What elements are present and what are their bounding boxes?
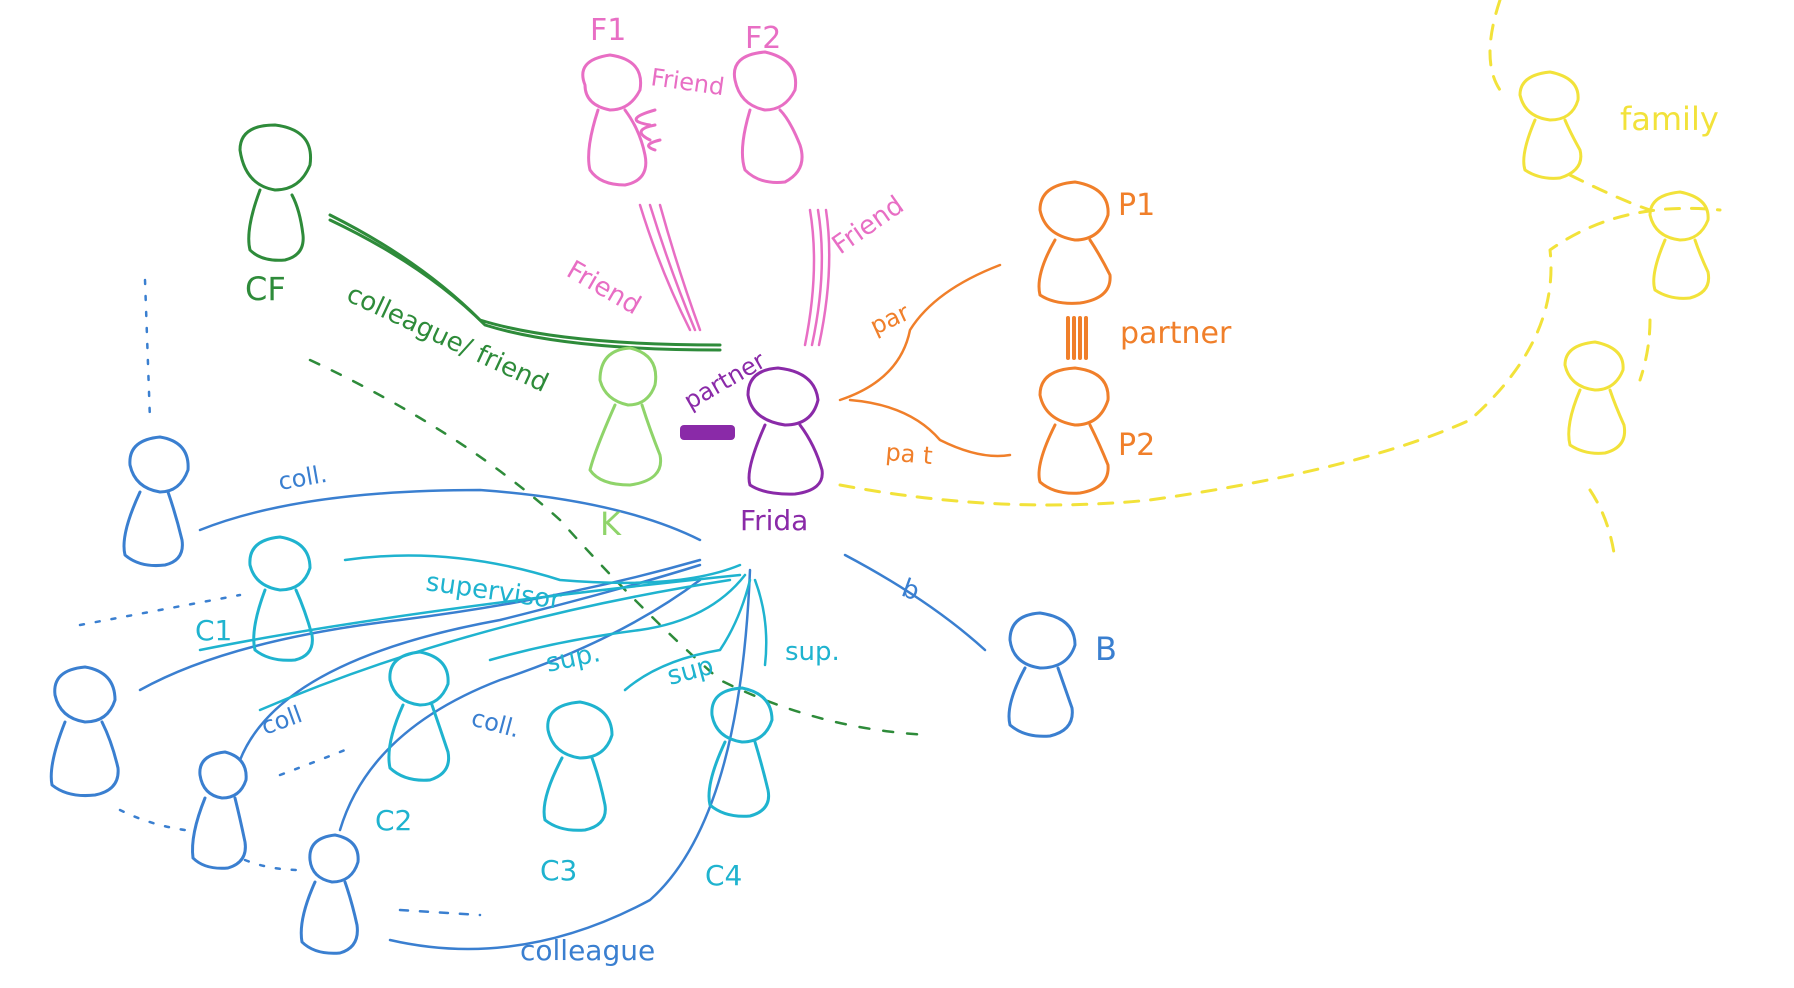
edge-coll-dashed3: [118, 808, 187, 832]
edge-family-mid: [1568, 173, 1652, 212]
label-k-frida: partner: [679, 346, 770, 415]
person-p2[interactable]: [1037, 366, 1110, 495]
label-sup-c3: sup: [664, 651, 717, 692]
edge-frida-c4: [753, 578, 768, 667]
edge-coll-long1: [338, 578, 702, 832]
person-family-2[interactable]: [1648, 190, 1711, 300]
label-p1: P1: [1118, 188, 1155, 223]
edge-family-low: [1638, 318, 1652, 382]
label-p2: P2: [1118, 428, 1155, 463]
person-family-3[interactable]: [1563, 340, 1627, 455]
person-f2[interactable]: [732, 50, 804, 184]
edge-coll-dashed6: [278, 748, 347, 777]
edge-frida-p2: [848, 398, 1012, 458]
edge-frida-b: [843, 553, 987, 652]
label-cf: CF: [245, 270, 286, 308]
label-f2-frida: Friend: [827, 190, 910, 260]
edge-frida-c1c: [258, 578, 732, 712]
edge-frida-p1: [838, 263, 1002, 402]
person-c2[interactable]: [387, 650, 451, 782]
edge-frida-c3: [623, 578, 752, 692]
label-c1: C1: [195, 614, 232, 647]
label-p1-p2: partner: [1120, 316, 1232, 351]
label-c2: C2: [375, 804, 412, 837]
edge-frida-family: [838, 206, 1722, 507]
person-f1[interactable]: [581, 53, 648, 187]
person-colleague-4[interactable]: [299, 833, 360, 955]
label-coll-top: coll.: [276, 460, 329, 496]
person-c4[interactable]: [707, 686, 774, 818]
edge-coll-dashed1: [143, 278, 152, 422]
edge-coll-long2: [388, 568, 752, 951]
person-cf[interactable]: [238, 123, 313, 262]
label-f1: F1: [590, 13, 626, 48]
person-colleague-1[interactable]: [122, 435, 190, 567]
label-coll-left: coll: [257, 700, 305, 740]
edge-cf-dashed: [308, 358, 932, 737]
edge-cf-k: [328, 213, 722, 352]
label-c3: C3: [540, 854, 577, 887]
label-b: B: [1095, 630, 1117, 668]
label-cf-k: colleague/ friend: [342, 279, 553, 399]
label-coll-mid: coll.: [468, 704, 522, 744]
label-coll-bottom: colleague: [520, 934, 655, 967]
edge-coll-top: [198, 488, 702, 542]
label-k: K: [600, 505, 622, 543]
person-k[interactable]: [588, 346, 663, 487]
edge-frida-c1b: [198, 573, 742, 652]
person-p1[interactable]: [1037, 180, 1112, 305]
edge-f1-f2: [634, 108, 662, 152]
edge-frida-c2: [488, 573, 747, 662]
edge-f1-frida: [638, 203, 702, 332]
edge-coll-dashed5: [398, 908, 482, 917]
label-frida: Frida: [740, 504, 808, 537]
person-colleague-2[interactable]: [49, 665, 120, 797]
person-colleague-3[interactable]: [191, 750, 248, 870]
label-c4: C4: [705, 859, 742, 892]
person-c3[interactable]: [542, 700, 614, 832]
edge-family-top: [1488, 0, 1502, 92]
label-f1-frida: Friend: [562, 255, 646, 321]
edge-k-frida: [680, 425, 735, 440]
label-sup-c4: sup.: [785, 637, 840, 667]
person-c1[interactable]: [248, 535, 314, 662]
edge-coll-dashed4: [243, 858, 302, 872]
edge-family-tail: [1588, 488, 1617, 562]
edge-frida-c1: [343, 554, 742, 585]
person-frida[interactable]: [746, 366, 824, 496]
label-f2: F2: [745, 21, 781, 56]
edge-p1-p2: [1066, 316, 1088, 360]
edge-f2-frida: [803, 208, 831, 347]
label-frida-p1: par: [866, 298, 914, 340]
person-family-1[interactable]: [1518, 70, 1583, 180]
label-frida-p2: pa t: [884, 438, 933, 470]
label-family: family: [1620, 100, 1719, 138]
person-b[interactable]: [1007, 611, 1077, 738]
label-frida-b: b: [898, 573, 924, 607]
edge-coll-dashed2: [78, 593, 242, 627]
label-f1-f2: Friend: [649, 63, 726, 101]
